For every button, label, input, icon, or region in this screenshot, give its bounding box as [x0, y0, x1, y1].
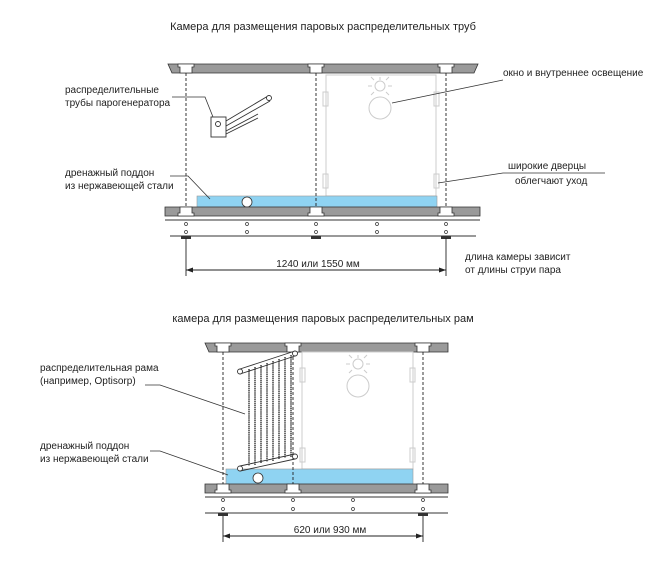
label-pan-1: дренажный поддон — [40, 441, 129, 452]
drain-pan — [196, 195, 438, 208]
label-pan-2: из нержавеющей стали — [40, 454, 149, 465]
distribution-frame — [237, 350, 298, 472]
label-doors-1: широкие дверцы — [508, 161, 586, 172]
door-window — [325, 74, 437, 197]
lamp-icon — [345, 354, 371, 398]
label-window: окно и внутреннее освещение — [503, 68, 644, 79]
top-chamber — [164, 63, 481, 276]
top-title: Камера для размещения паровых распредели… — [170, 21, 476, 33]
label-pipes-1: распределительные — [65, 85, 159, 96]
bottom-title: камера для размещения паровых распредели… — [172, 313, 473, 325]
label-pan-1: дренажный поддон — [65, 168, 154, 179]
lamp-icon — [367, 76, 393, 120]
top-note-1: длина камеры зависит — [465, 252, 571, 263]
steam-pipe — [210, 95, 272, 138]
top-dimension: 1240 или 1550 мм — [276, 259, 360, 270]
label-frame-2: (например, Optisorp) — [40, 376, 136, 387]
label-pan-2: из нержавеющей стали — [65, 181, 174, 192]
label-doors-2: облегчают уход — [515, 175, 588, 187]
label-pipes-2: трубы парогенератора — [65, 97, 171, 109]
label-frame-1: распределительная рама — [40, 363, 159, 374]
bottom-dimension: 620 или 930 мм — [294, 525, 367, 536]
ceiling-plate — [167, 63, 479, 74]
floor-plate — [164, 206, 481, 217]
bottom-chamber — [204, 342, 449, 542]
top-note-2: от длины струи пара — [465, 265, 561, 276]
